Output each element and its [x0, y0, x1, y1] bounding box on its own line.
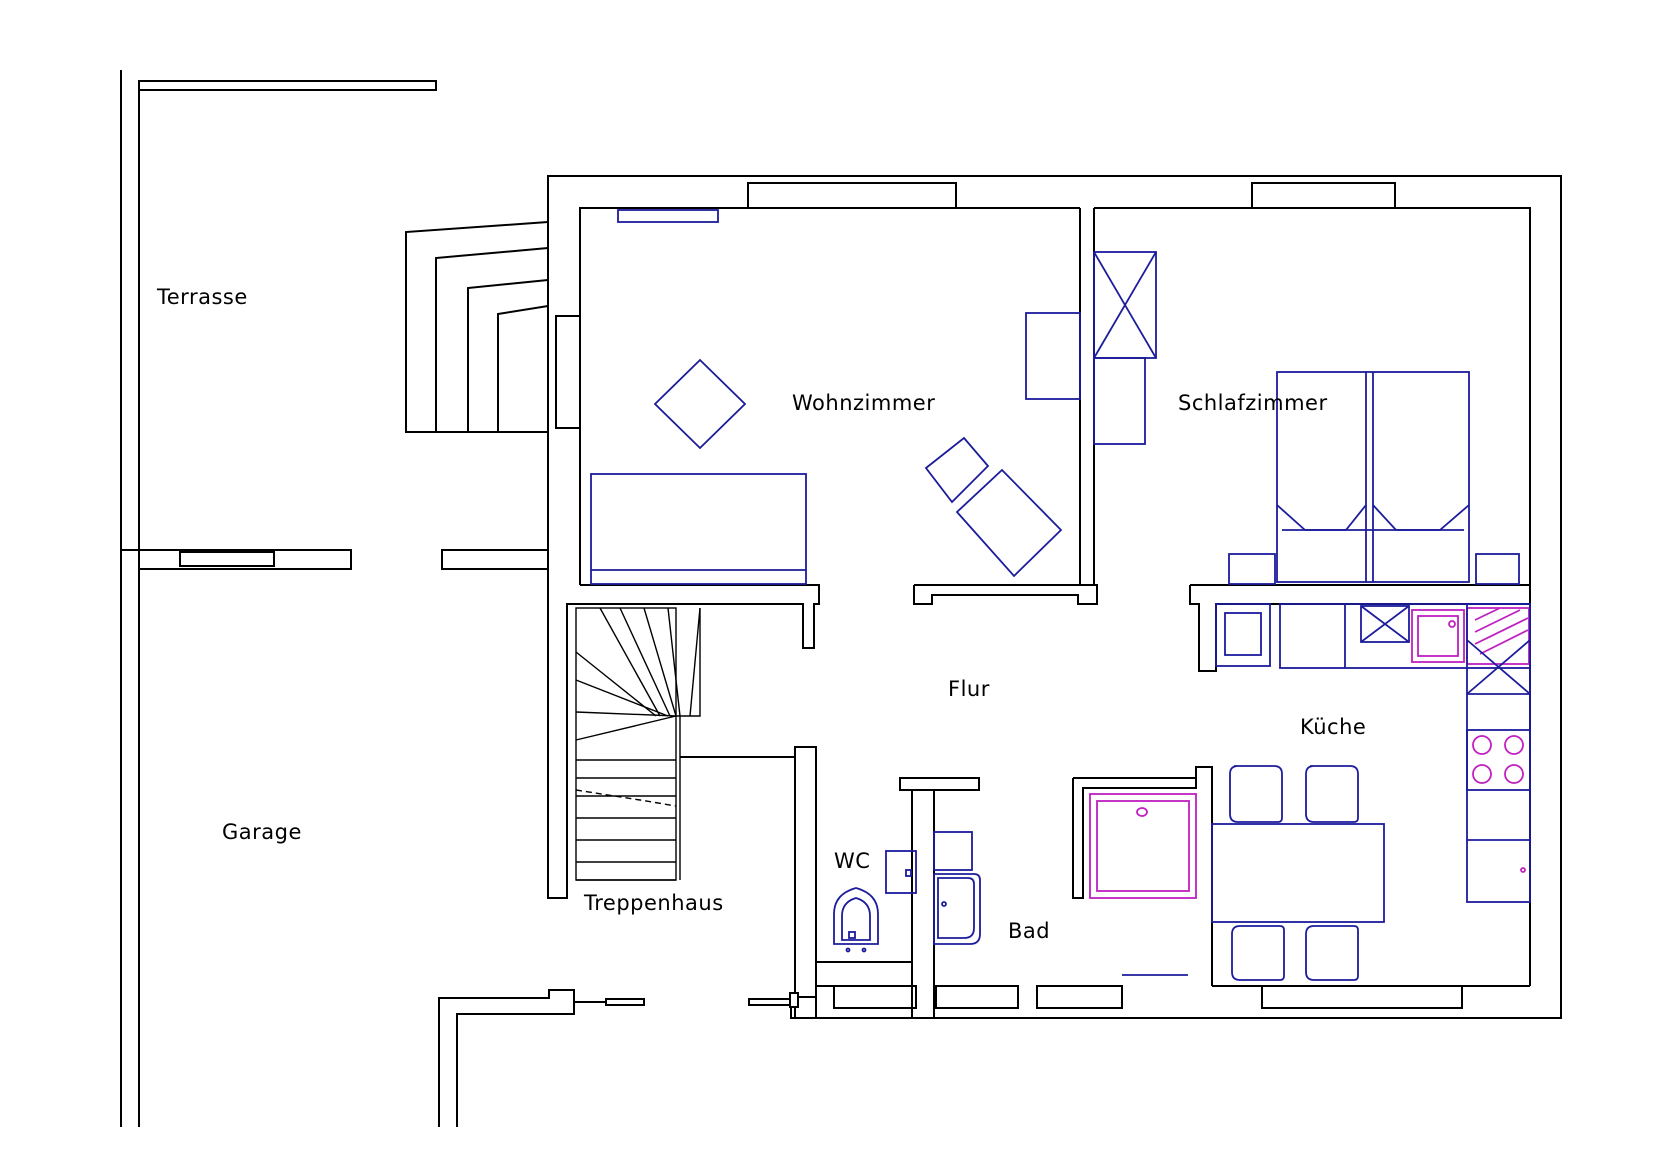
side-table — [653, 358, 747, 450]
sink — [1411, 609, 1465, 663]
staircase — [575, 607, 701, 881]
bay-window — [405, 221, 581, 433]
outer-boundary-walls — [120, 70, 645, 1127]
label-wohnzimmer: Wohnzimmer — [792, 391, 935, 415]
label-kueche: Küche — [1300, 715, 1366, 739]
entrance — [748, 992, 799, 1008]
toilet — [833, 887, 879, 945]
label-bad: Bad — [1008, 919, 1050, 943]
kitchen-fixtures — [1215, 603, 1531, 903]
room-labels: Terrasse Garage Wohnzimmer Schlafzimmer … — [156, 285, 1366, 943]
label-terrasse: Terrasse — [156, 285, 248, 309]
label-schlafzimmer: Schlafzimmer — [1178, 391, 1328, 415]
drainboard — [1466, 607, 1530, 665]
shower — [1089, 793, 1197, 899]
dishwasher — [1360, 605, 1410, 643]
dresser — [1093, 357, 1146, 445]
label-garage: Garage — [222, 820, 302, 844]
bath-cabinet — [933, 831, 973, 871]
chair-3 — [1231, 925, 1285, 981]
label-treppenhaus: Treppenhaus — [583, 891, 724, 915]
radiator — [617, 209, 719, 223]
footrest — [924, 436, 990, 504]
chair-2 — [1305, 765, 1359, 823]
chair-4 — [1305, 925, 1359, 981]
bath-sink — [933, 873, 981, 945]
kitchen-cabinet — [1215, 603, 1271, 667]
label-wc: WC — [834, 849, 870, 873]
dining-set — [1211, 765, 1385, 981]
main-walls — [547, 175, 1562, 1019]
wc-sink — [885, 850, 917, 894]
stove — [1466, 729, 1531, 791]
dining-table — [1211, 823, 1385, 923]
chair-1 — [1229, 765, 1283, 823]
nightstand-right — [1475, 553, 1520, 585]
sofa — [590, 473, 807, 585]
cabinet — [1025, 312, 1081, 400]
label-flur: Flur — [948, 677, 990, 701]
bedroom-furniture — [1093, 251, 1520, 585]
bathroom-fixtures — [833, 793, 1197, 976]
nightstand-left — [1228, 553, 1276, 585]
living-room-furniture — [590, 209, 1081, 585]
armchair — [955, 468, 1063, 578]
